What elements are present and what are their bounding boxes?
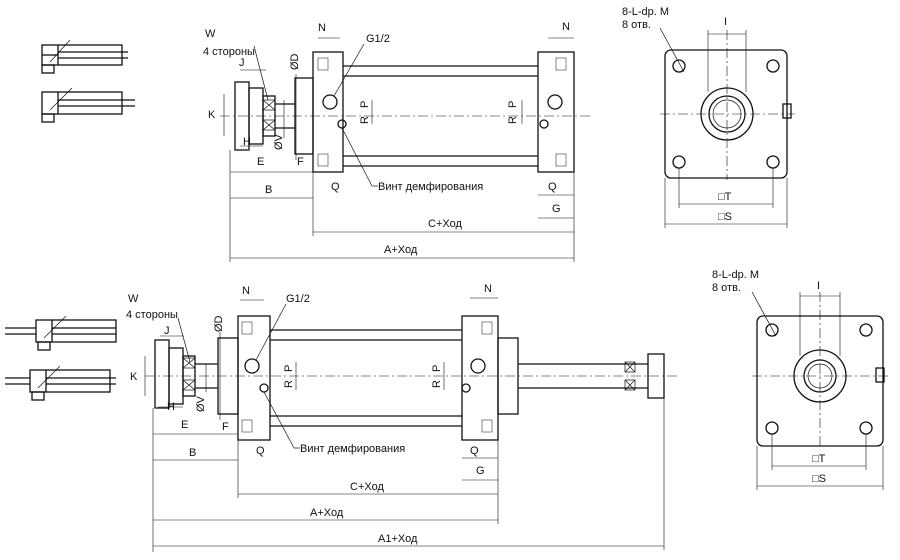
label-D-bottom: ØD [213,315,225,332]
label-A1-stroke-bottom: A1+Ход [378,533,418,545]
label-holes-spec-top: 8-L-dp. M [622,6,669,18]
label-H-bottom: H [167,401,175,413]
label-B-top: B [265,184,272,196]
label-holes-spec-bottom: 8-L-dp. M [712,269,759,281]
top-end-view [659,27,795,228]
symbol-double-rod-bottom [5,365,116,401]
bottom-end-view [751,291,890,490]
label-N-bottom-left: N [242,285,250,297]
label-V-bottom: ØV [195,395,207,412]
label-N-top-right: N [562,21,570,33]
label-P-bottom-left: P [283,365,295,372]
label-S-bottom: □S [812,473,826,485]
label-Q-bottom-left: Q [256,445,265,457]
label-R-top-right: R [507,116,519,124]
label-A-stroke-bottom: A+Ход [310,507,344,519]
label-F-top: F [297,156,304,168]
label-N-bottom-right: N [484,283,492,295]
label-C-stroke-top: C+Ход [428,218,462,230]
label-sides-top: 4 стороны [203,46,255,58]
label-T-bottom: □T [812,453,826,465]
label-D-top: ØD [289,53,301,70]
label-A-stroke-top: A+Ход [384,244,418,256]
label-K-bottom: K [130,371,138,383]
label-W-top: W [205,28,216,40]
label-S-top: □S [718,211,732,223]
label-I-top: I [724,16,727,28]
label-sides-bottom: 4 стороны [126,309,178,321]
symbol-single-rod-top [41,39,128,74]
label-R-top-left: R [359,116,371,124]
label-holes-count-top: 8 отв. [622,19,651,31]
label-R-bottom-right: R [431,380,443,388]
label-G-top: G [552,203,561,215]
label-Q-top-left: Q [331,181,340,193]
label-G12-top: G1/2 [366,33,390,45]
label-Q-bottom-right: Q [470,445,479,457]
label-C-stroke-bottom: C+Ход [350,481,384,493]
label-J-bottom: J [164,325,170,337]
label-screw-bottom: Винт демфирования [300,443,405,455]
label-P-top-left: P [359,101,371,108]
label-H-top: H [243,136,251,148]
label-E-top: E [257,156,264,168]
label-R-bottom-left: R [283,380,295,388]
label-J-top: J [239,57,245,69]
label-B-bottom: B [189,447,196,459]
label-holes-count-bottom: 8 отв. [712,282,741,294]
label-V-top: ØV [273,133,285,150]
label-T-top: □T [718,191,732,203]
symbol-double-rod-top [5,315,117,351]
label-K-top: K [208,109,216,121]
label-E-bottom: E [181,419,188,431]
top-cylinder-side-view [220,37,590,262]
label-I-bottom: I [817,280,820,292]
symbol-single-rod-bottom [41,87,135,123]
label-N-top-left: N [318,22,326,34]
label-G12-bottom: G1/2 [286,293,310,305]
bottom-cylinder-side-view [144,297,680,552]
label-W-bottom: W [128,293,139,305]
label-G-bottom: G [476,465,485,477]
label-F-bottom: F [222,421,229,433]
label-P-top-right: P [507,101,519,108]
label-Q-top-right: Q [548,181,557,193]
label-screw-top: Винт демфирования [378,181,483,193]
label-P-bottom-right: P [431,365,443,372]
